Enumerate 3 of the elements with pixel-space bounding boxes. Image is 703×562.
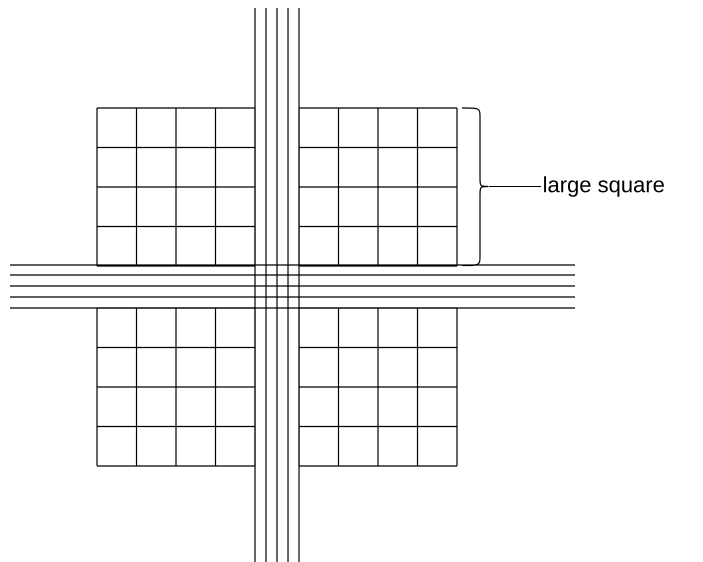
leader-line [488,186,542,187]
curly-bracket [462,107,489,266]
label-text: large square [544,176,664,197]
